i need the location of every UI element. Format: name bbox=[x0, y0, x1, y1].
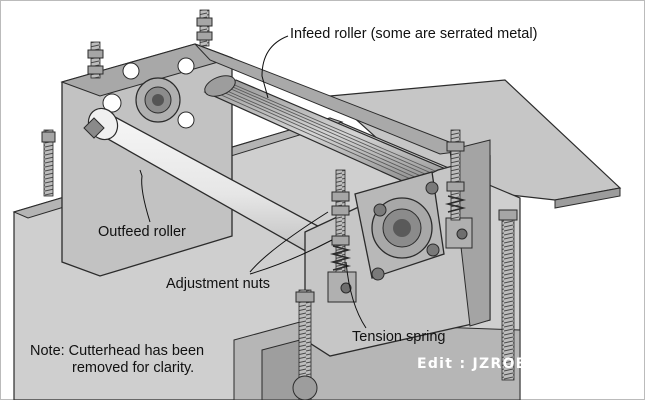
tension-spring bbox=[329, 245, 352, 271]
base-bolt bbox=[292, 375, 318, 401]
outfeed-roller-label: Outfeed roller bbox=[98, 224, 186, 240]
note-line-1: Note: Cutterhead has been bbox=[30, 343, 205, 359]
threaded-rods bbox=[43, 9, 515, 401]
left-plate-hole bbox=[177, 111, 195, 129]
adjustment-nuts-label: Adjustment nuts bbox=[166, 276, 270, 292]
leader-lines bbox=[139, 35, 367, 329]
note-line-2: removed for clarity. bbox=[72, 360, 195, 376]
adjustment-nuts bbox=[41, 17, 518, 303]
infeed-roller-label: Infeed roller (some are serrated metal) bbox=[290, 26, 538, 42]
left-plate-hole bbox=[102, 93, 122, 113]
spring-block-right bbox=[445, 217, 473, 249]
bearing-housing bbox=[354, 171, 445, 281]
infeed-roller bbox=[203, 75, 450, 189]
watermark: Edit : JZROBOT bbox=[417, 356, 552, 372]
left-plate-hole bbox=[122, 62, 140, 80]
spring-block-bolt bbox=[456, 228, 468, 240]
note-text: Note: Cutterhead has been removed for cl… bbox=[30, 343, 204, 377]
extension-table-edge bbox=[554, 187, 621, 209]
spring-block-bolt bbox=[340, 282, 352, 294]
left-bearing-hub bbox=[152, 94, 164, 106]
left-plate-hole bbox=[177, 57, 195, 75]
tension-spring-right bbox=[444, 195, 467, 213]
tension-spring-label: Tension spring bbox=[352, 329, 446, 345]
